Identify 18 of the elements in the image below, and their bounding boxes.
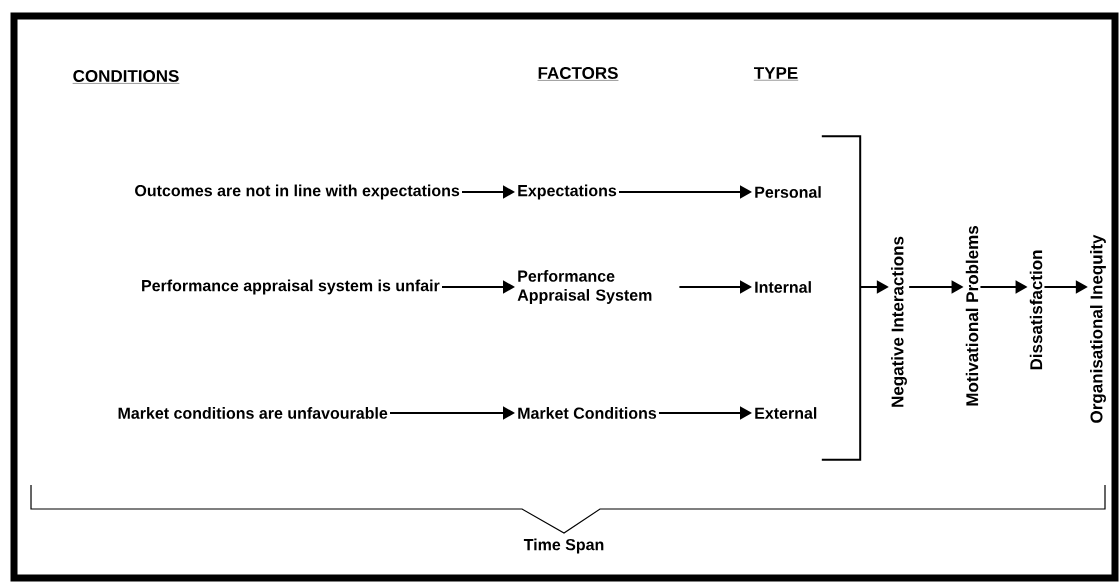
condition-label: Outcomes are not in line with expectations (135, 184, 460, 200)
outcome-label: Negative Interactions (891, 236, 907, 407)
brace-label: Time Span (523, 538, 604, 554)
outcome-label: Motivational Problems (965, 226, 979, 406)
bracket (820, 135, 862, 461)
outcome-label: Organisational Inequity (1090, 234, 1106, 423)
factor-label: Expectations (518, 184, 617, 200)
column-heading: CONDITIONS (72, 70, 180, 84)
type-label: Personal (755, 186, 821, 198)
factor-label: Market Conditions (518, 407, 657, 419)
factor-label: Performance Appraisal System (517, 270, 652, 304)
outcome-label: Dissatisfaction (1029, 250, 1043, 370)
column-heading: TYPE (753, 67, 799, 81)
type-label: External (755, 407, 817, 419)
type-label: Internal (755, 281, 811, 293)
condition-label: Market conditions are unfavourable (118, 407, 388, 419)
column-heading: FACTORS (537, 67, 619, 81)
condition-label: Performance appraisal system is unfair (142, 279, 440, 295)
